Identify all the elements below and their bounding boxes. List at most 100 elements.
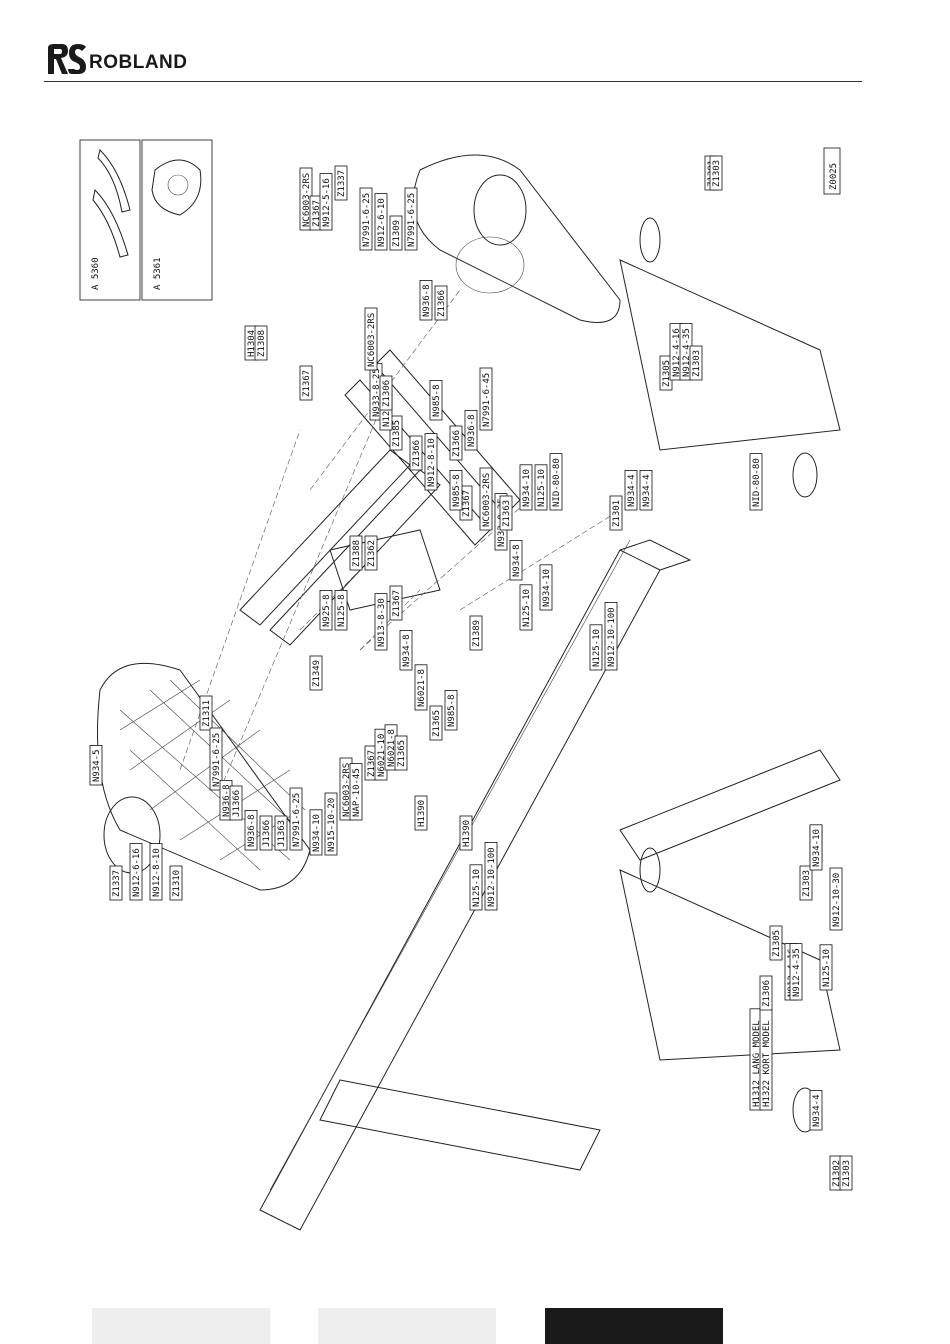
part-label: J1366: [229, 785, 243, 821]
part-label-text: H1312 LANG MODEL: [752, 1020, 762, 1107]
part-label: N6021-8: [384, 724, 398, 771]
part-label-text: N125-8: [382, 394, 392, 427]
part-label: N125-10: [819, 944, 833, 991]
part-label: N125-10: [589, 624, 603, 671]
part-label-text: N915-10-20: [327, 798, 337, 852]
drawing-code-box: Z0025: [823, 147, 841, 195]
part-label-text: Z1367: [367, 750, 377, 777]
part-label-text: Z1301: [612, 500, 622, 527]
part-label: H1390: [414, 795, 428, 831]
part-label: N912-5-16: [319, 173, 333, 231]
part-label: N936-8: [244, 810, 258, 851]
part-label: N934-8: [399, 630, 413, 671]
part-label: NC6003-2RS: [364, 307, 378, 371]
part-label-text: N7991-6-45: [482, 373, 492, 427]
option-label-a5360: A 5360: [91, 257, 101, 290]
part-label: N912-4-16: [669, 323, 683, 381]
part-label: Z1363: [499, 495, 513, 531]
part-label-text: N936-8: [422, 284, 432, 317]
part-label-text: J1363: [277, 820, 287, 847]
part-label-text: Z1366: [412, 440, 422, 467]
part-label-text: N936-8: [247, 814, 257, 847]
part-label-text: N6021-10: [377, 734, 387, 777]
part-label-text: N936-8: [467, 414, 477, 447]
part-label-text: N933-8-25: [372, 368, 382, 417]
part-label: Z1306: [759, 975, 773, 1011]
part-label-text: N912-4-16: [672, 328, 682, 377]
part-label: Z1389: [469, 615, 483, 651]
part-label-text: Z1310: [172, 870, 182, 897]
part-label: Z1301: [609, 495, 623, 531]
part-label: Z1365: [394, 735, 408, 771]
robland-logo-mark-icon: [48, 44, 86, 74]
part-label: N934-10: [309, 809, 323, 856]
main-beam-frame: [259, 539, 841, 1231]
part-label-text: N912-6-16: [132, 848, 142, 897]
part-label-text: J1366: [232, 790, 242, 817]
part-label: N7991-6-25: [289, 787, 303, 851]
part-label: Z1311: [199, 695, 213, 731]
part-label-text: N985-8: [452, 474, 462, 507]
brand-name: ROBLAND: [89, 52, 188, 73]
part-label-text: Z1367: [462, 490, 472, 517]
part-label: N985-8: [449, 470, 463, 511]
part-label-text: Z1303: [802, 870, 812, 897]
part-label: Z1303: [839, 1155, 853, 1191]
part-label: N125-10: [519, 584, 533, 631]
part-label-text: N934-10: [542, 569, 552, 607]
part-label-text: N912-4-35: [682, 328, 692, 377]
footer-tab-2: [318, 1308, 496, 1344]
part-label-text: Z1388: [352, 540, 362, 567]
part-label-text: Z1306: [382, 380, 392, 407]
part-label-text: N934-5: [92, 749, 102, 782]
part-label-text: NC6003-2RS: [342, 763, 352, 817]
part-label-text: Z1389: [472, 620, 482, 647]
part-label: Z1306: [379, 375, 393, 411]
part-label-text: N934-4: [642, 474, 652, 507]
part-label-text: N985-8: [432, 384, 442, 417]
part-label-text: N125-10: [472, 869, 482, 907]
part-label: NAP-10-45: [349, 763, 363, 821]
part-label: N934-10: [519, 464, 533, 511]
part-label-text: H1390: [417, 800, 427, 827]
part-label-text: N125-10: [522, 589, 532, 627]
part-label-text: N912-4-35: [792, 948, 802, 997]
part-label: N934-4: [639, 470, 653, 511]
part-label-text: N6021-8: [387, 729, 397, 767]
part-label: J1363: [274, 815, 288, 851]
part-label: Z1385: [389, 415, 403, 451]
part-label-text: N934-8: [512, 544, 522, 577]
part-label-text: NC6003-2RS: [302, 173, 312, 227]
part-label-text: Z1309: [392, 220, 402, 247]
part-label: Z1337: [109, 865, 123, 901]
option-box-a5360: A 5360: [79, 139, 141, 301]
part-label-text: H1390: [462, 820, 472, 847]
part-label: Z1305: [769, 925, 783, 961]
part-label: Z1337: [334, 165, 348, 201]
part-label-text: N934-10: [312, 814, 322, 852]
footer-tab-1: [92, 1308, 270, 1344]
part-label-text: N985-8: [447, 694, 457, 727]
part-label: N985-8: [429, 380, 443, 421]
part-label: N915-10-20: [324, 792, 338, 856]
part-label-text: NAP-10-45: [352, 768, 362, 817]
part-label: Z1366: [449, 425, 463, 461]
part-label: N6021-8: [414, 664, 428, 711]
part-label: N912-6-10: [374, 193, 388, 251]
part-label-text: N912-10-100: [487, 847, 497, 907]
part-label: N7991-6-25: [209, 727, 223, 791]
page-header: ROBLAND: [44, 38, 862, 82]
part-label-text: N912-5-16: [322, 178, 332, 227]
part-label: Z1303: [709, 155, 723, 191]
part-label: Z1366: [409, 435, 423, 471]
part-label: N7991-6-25: [404, 187, 418, 251]
part-label-text: Z1308: [257, 330, 267, 357]
part-label: N934-10: [539, 564, 553, 611]
exploded-parts-diagram: A 5360 A 5361 Z0025: [60, 130, 860, 1240]
part-label-text: H1322 KORT MODEL: [762, 1020, 772, 1107]
part-label-text: N7991-6-25: [292, 793, 302, 847]
part-label: N934-4: [624, 470, 638, 511]
part-label: Z1303: [689, 345, 703, 381]
part-label: H1390: [459, 815, 473, 851]
carriage-upper: [619, 217, 841, 498]
